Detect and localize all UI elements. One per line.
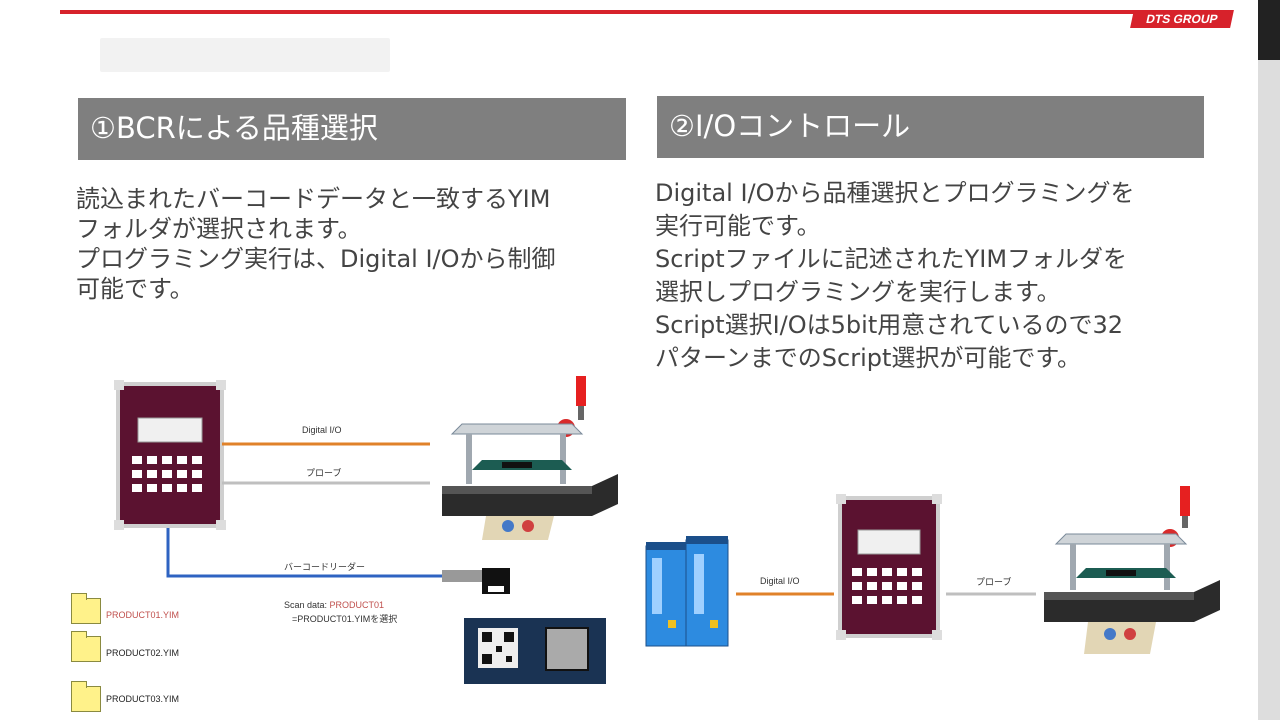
label-probe-right: プローブ [976,577,1012,587]
folder-icon [71,593,101,624]
folder-icon [71,681,101,712]
label-digital-io-right: Digital I/O [760,576,800,586]
file-product01: PRODUCT01.YIM [106,610,180,620]
section-title-io: ②I/Oコントロール [657,96,1204,158]
test-fixture-icon [442,376,618,540]
dts-group-logo: DTS GROUP [1130,10,1234,28]
test-fixture-icon-right [1044,486,1220,654]
bcr-line [166,528,442,578]
window-edge [1258,0,1280,720]
programmer-device-right [836,494,942,640]
bcr-diagram [114,376,618,684]
folder-icon [71,631,101,662]
label-scan-result: =PRODUCT01.YIMを選択 [292,614,398,624]
section-body-io: Digital I/Oから品種選択とプログラミングを 実行可能です。 Scrip… [655,179,1135,372]
plc-icon [645,536,729,647]
programmer-device [114,380,226,530]
section-title-bcr: ①BCRによる品種選択 [78,98,626,160]
label-probe-left: プローブ [306,468,342,478]
label-scan-data: Scan data: PRODUCT01 [284,600,385,610]
io-diagram [645,486,1220,654]
section-body-bcr: 読込まれたバーコードデータと一致するYIM フォルダが選択されます。 プログラミ… [76,185,556,303]
file-product03: PRODUCT03.YIM [106,694,180,704]
label-digital-io-left: Digital I/O [302,425,342,435]
file-product02: PRODUCT02.YIM [106,648,180,658]
top-accent-line [60,10,1232,14]
faded-slide-title [100,38,390,72]
label-barcode-reader: バーコードリーダー [284,562,366,572]
